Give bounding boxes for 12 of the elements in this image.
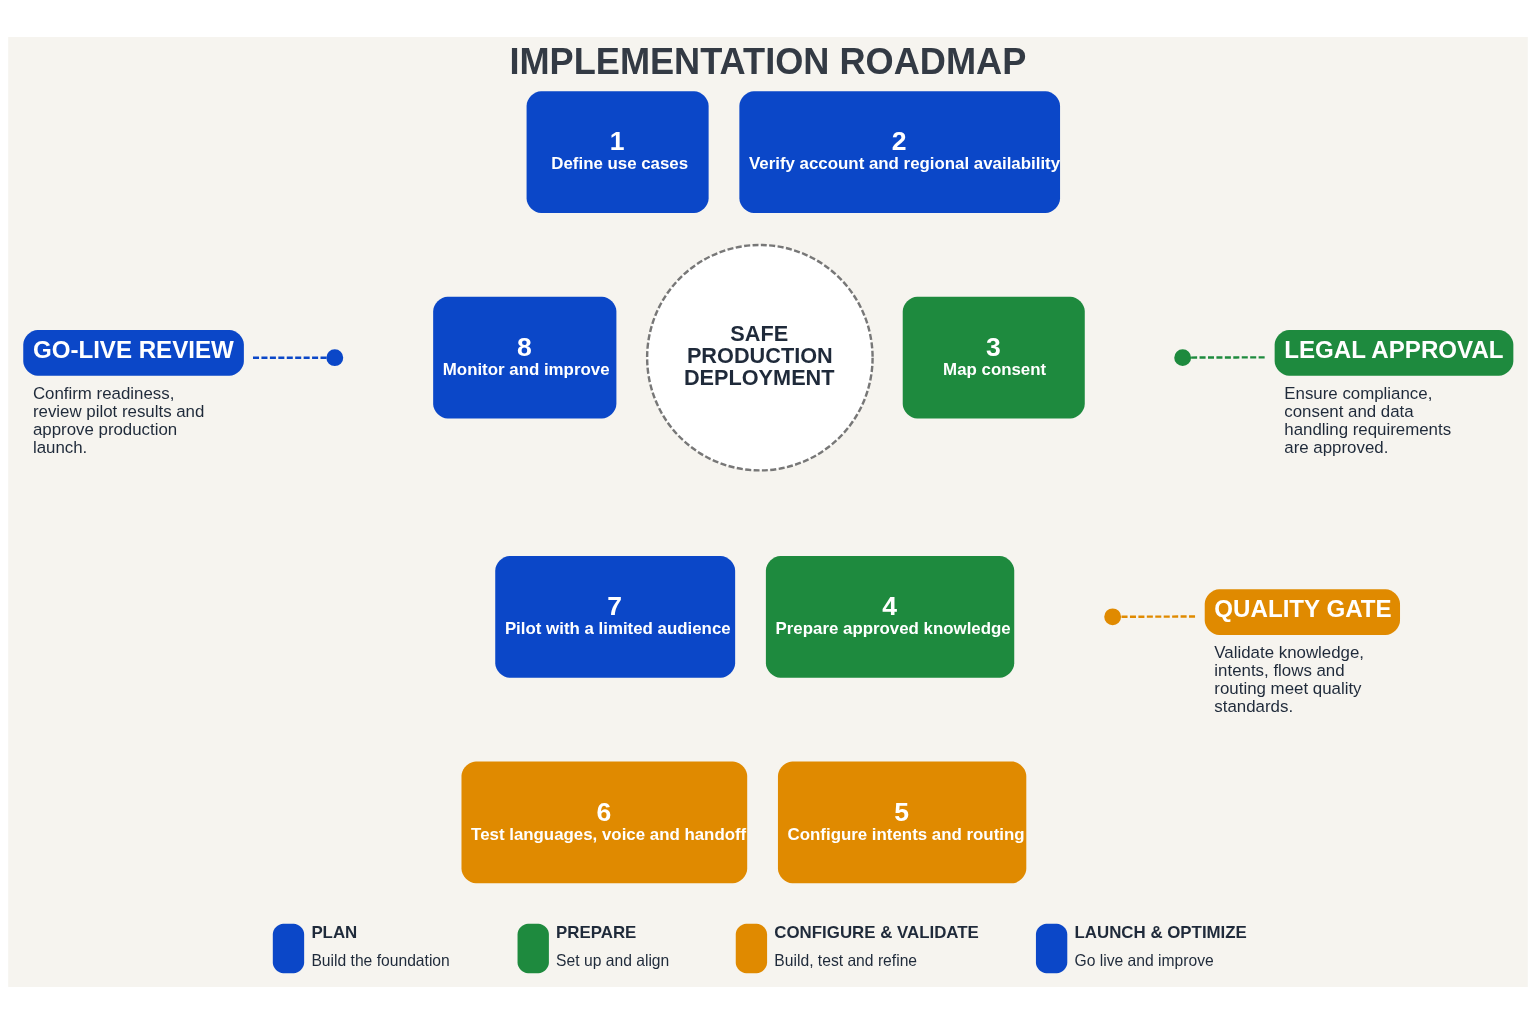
node-label: Ensure compliance, consent and data handling requirements are approved. [1284,383,1452,458]
legend-label: CONFIGURE & VALIDATE [774,923,979,943]
label: Build the foundation [311,952,450,970]
node-label: Confirm readiness, review pilot results and approve production launch. [32,383,205,458]
label: Set up and align [556,952,670,970]
legend-label: PREPARE [556,923,637,943]
legend-label: PLAN [311,923,358,943]
label: Build, test and refine [774,952,918,970]
diagram-title: IMPLEMENTATION ROADMAP [509,41,1027,83]
legend-label: LAUNCH & OPTIMIZE [1074,923,1247,943]
label: Go live and improve [1074,952,1214,970]
node-label: Validate knowledge, intents, flows and routing meet quality standards. [1214,643,1365,717]
